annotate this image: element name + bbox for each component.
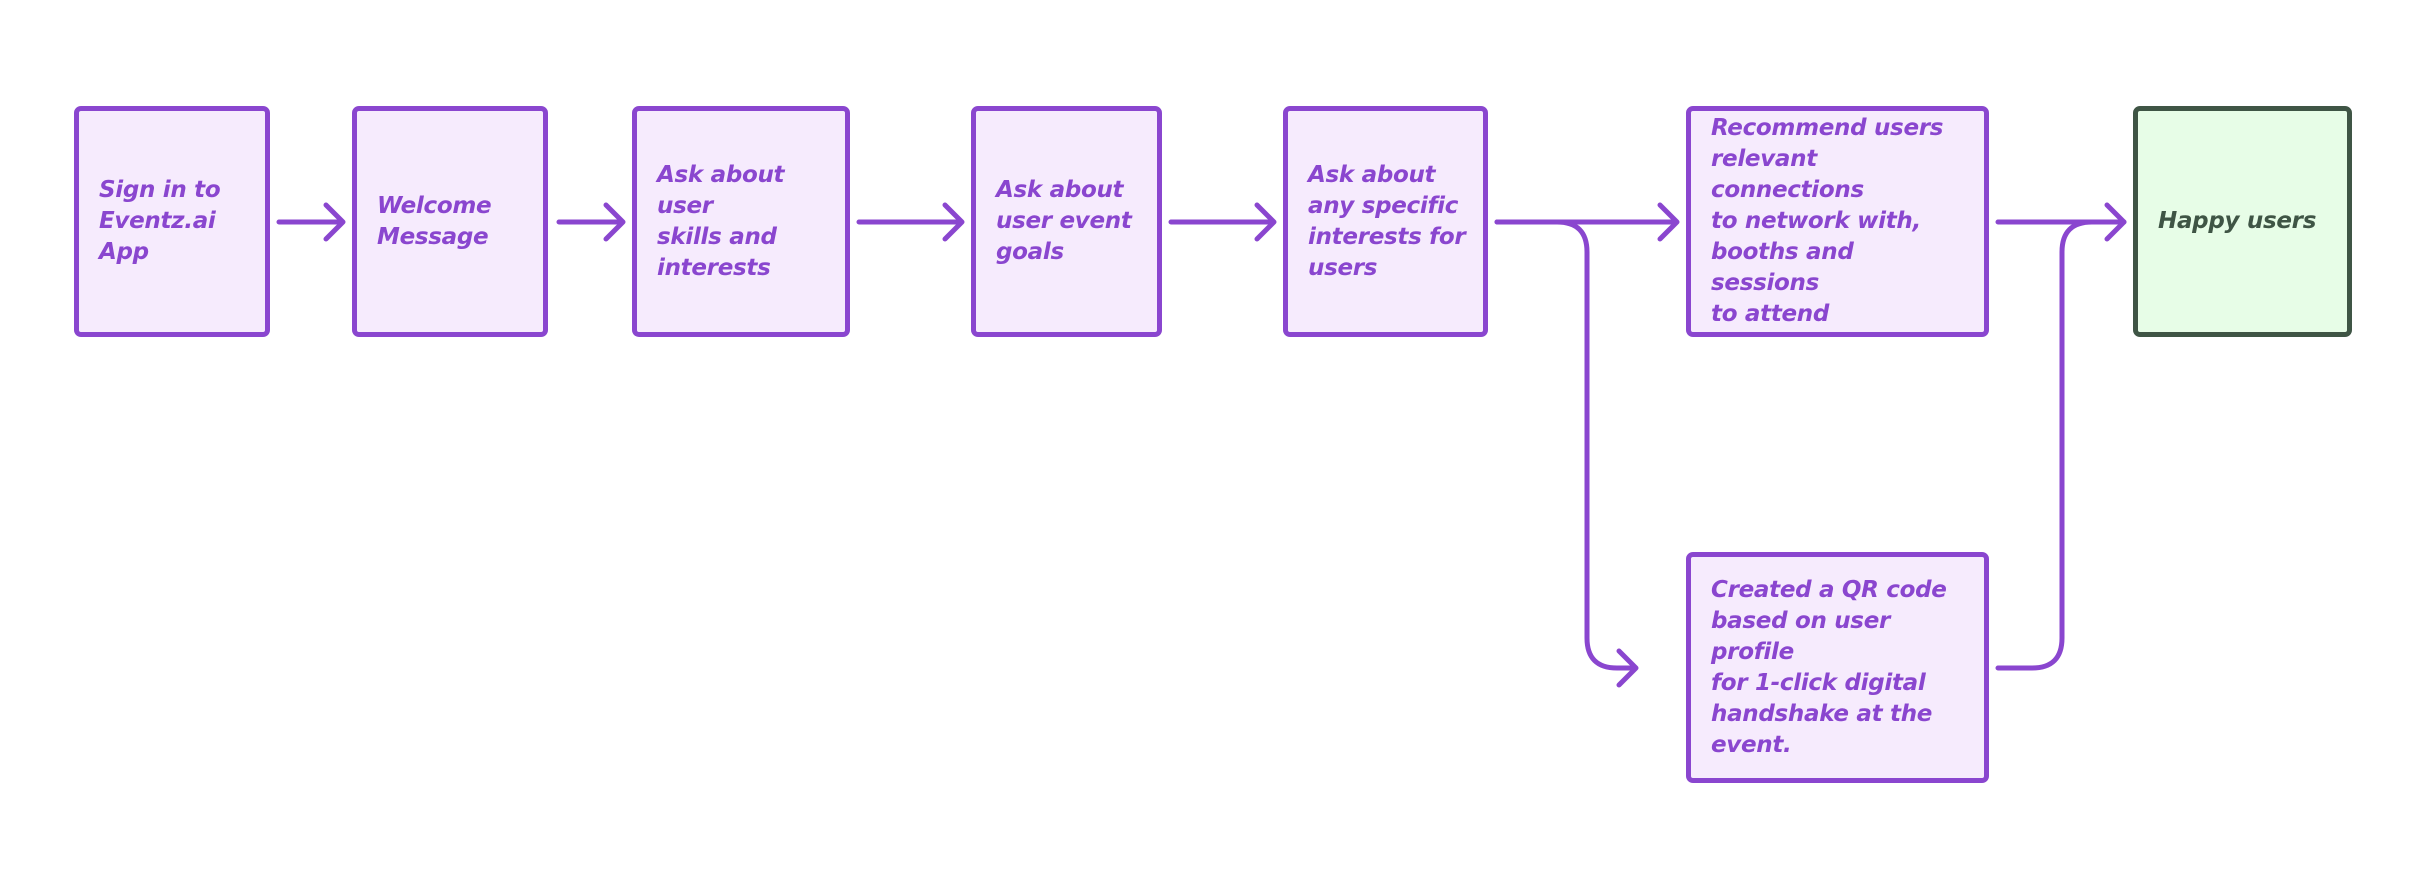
node-label: Welcome Message [377, 192, 492, 250]
node-label: Created a QR code based on user profile … [1711, 576, 1947, 758]
node-label: Ask about user event goals [996, 177, 1132, 265]
node-label: Ask about any specific interests for use… [1308, 161, 1466, 281]
node-label: Ask about user skills and interests [657, 161, 785, 281]
node-welcome-message: Welcome Message [352, 106, 548, 337]
node-sign-in: Sign in to Eventz.ai App [74, 106, 270, 337]
arrow-skills-to-goals [856, 202, 965, 242]
arrow-welcome-to-skills [556, 202, 626, 242]
node-ask-skills: Ask about user skills and interests [632, 106, 850, 337]
arrow-qr-to-happy [1995, 219, 2127, 671]
node-ask-goals: Ask about user event goals [971, 106, 1162, 337]
node-qr-code: Created a QR code based on user profile … [1686, 552, 1989, 783]
node-label: Happy users [2158, 208, 2317, 234]
node-label: Sign in to Eventz.ai App [99, 177, 221, 265]
node-ask-specific-interests: Ask about any specific interests for use… [1283, 106, 1488, 337]
arrow-signin-to-welcome [276, 202, 346, 242]
arrow-specific-to-qr [1494, 219, 1639, 688]
node-happy-users: Happy users [2133, 106, 2352, 337]
node-label: Recommend users relevant connections to … [1711, 115, 1944, 327]
node-recommend: Recommend users relevant connections to … [1686, 106, 1989, 337]
arrow-goals-to-specific [1168, 202, 1277, 242]
